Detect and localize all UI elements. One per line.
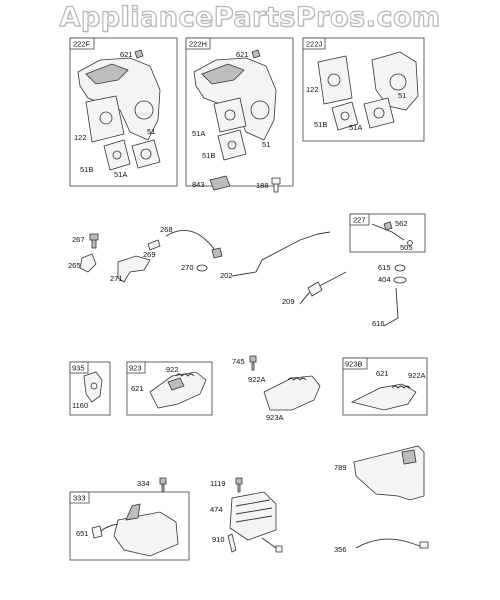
tag-923B: 923B xyxy=(345,360,363,369)
tag-222J: 222J xyxy=(306,40,323,49)
tag-923: 923 xyxy=(129,364,142,373)
part-label: 474 xyxy=(210,505,223,514)
blower-housing: 789 356 xyxy=(334,445,429,554)
governor-link xyxy=(231,231,331,277)
cylinder-head xyxy=(229,491,277,541)
part-label: 843 xyxy=(192,180,205,189)
part-label: 202 xyxy=(220,271,233,280)
lead-wire xyxy=(261,537,277,549)
loose-parts-right: 615 404 616 xyxy=(372,263,407,328)
part-label: 51 xyxy=(147,127,155,136)
part-label: 922A xyxy=(408,371,426,380)
part-label: 745 xyxy=(232,357,245,366)
tag-333: 333 xyxy=(73,494,86,503)
screw xyxy=(249,355,257,371)
part-label: 51A xyxy=(349,123,362,132)
spring xyxy=(391,385,411,389)
loose-parts-334: 334 xyxy=(137,477,167,493)
kit-333: 333 651 xyxy=(69,491,190,561)
screw xyxy=(159,477,167,493)
kit-227: 227 562 505 xyxy=(349,213,426,253)
part-label: 334 xyxy=(137,479,150,488)
control-bracket xyxy=(149,371,207,409)
governor-lever xyxy=(117,255,151,283)
part-label: 209 xyxy=(282,297,295,306)
spring xyxy=(287,377,307,381)
part-label: 270 xyxy=(181,263,194,272)
part-label: 268 xyxy=(160,225,173,234)
nut xyxy=(196,264,208,272)
kit-222H: 222H 621 51A 51B 51 xyxy=(185,37,294,187)
part-label: 621 xyxy=(131,384,144,393)
tag-935: 935 xyxy=(72,364,85,373)
spring xyxy=(299,271,347,305)
control-bracket xyxy=(263,375,321,411)
part-label: 267 xyxy=(72,235,85,244)
part-label: 505 xyxy=(400,243,413,252)
part-label: 271 xyxy=(110,274,123,283)
governor-shaft xyxy=(383,287,399,327)
part-label: 789 xyxy=(334,463,347,472)
part-label: 188 xyxy=(256,181,269,190)
part-label: 404 xyxy=(378,275,391,284)
ignition-module: 1119 474 910 xyxy=(210,477,283,553)
part-label: 51A xyxy=(114,170,127,179)
part-label: 651 xyxy=(76,529,89,538)
screw xyxy=(251,49,261,59)
kit-923: 923 922 621 xyxy=(126,361,213,416)
part-label: 269 xyxy=(143,250,156,259)
part-label: 122 xyxy=(306,85,319,94)
part-label: 1160 xyxy=(72,401,88,410)
kit-923B: 923B 621 922A xyxy=(342,357,428,416)
part-label: 265 xyxy=(68,261,81,270)
part-label: 51 xyxy=(262,140,270,149)
spring-small xyxy=(147,239,161,251)
part-label: 923A xyxy=(266,413,284,422)
element-843 xyxy=(209,175,231,191)
part-label: 621 xyxy=(236,50,249,59)
part-label: 51B xyxy=(80,165,93,174)
screw xyxy=(134,49,144,59)
clip xyxy=(79,253,97,273)
screw xyxy=(235,477,243,493)
spark-plug xyxy=(227,533,237,553)
washer xyxy=(394,264,406,272)
part-label: 51A xyxy=(192,129,205,138)
washer xyxy=(393,276,407,284)
watermark: AppliancePartsPros.com xyxy=(59,1,441,33)
ground-wire xyxy=(355,538,421,549)
part-label: 621 xyxy=(120,50,133,59)
ignition-armature xyxy=(113,511,179,557)
cable-link xyxy=(371,223,405,241)
kit-935: 935 1160 xyxy=(69,361,111,416)
bolt xyxy=(89,233,99,249)
boot xyxy=(91,525,103,539)
tag-222H: 222H xyxy=(189,40,207,49)
part-label: 922A xyxy=(248,375,266,384)
part-label: 562 xyxy=(395,219,408,228)
linkage-row: 267 265 271 269 268 270 202 209 xyxy=(68,225,347,306)
part-label: 51B xyxy=(202,151,215,160)
part-label: 616 xyxy=(372,319,385,328)
kit-222F: 222F 621 122 51 51B 51A xyxy=(69,37,178,187)
spring xyxy=(175,373,195,377)
control-bracket xyxy=(350,383,417,411)
throttle-cable xyxy=(165,230,217,253)
tag-227: 227 xyxy=(353,216,366,225)
part-label: 615 xyxy=(378,263,391,272)
part-label: 51B xyxy=(314,120,327,129)
tag-222F: 222F xyxy=(73,40,91,49)
part-label: 122 xyxy=(74,133,87,142)
part-label: 356 xyxy=(334,545,347,554)
part-label: 621 xyxy=(376,369,389,378)
loose-parts-923A: 745 922A 923A xyxy=(232,355,321,422)
part-label: 51 xyxy=(398,91,406,100)
part-label: 1119 xyxy=(210,479,226,488)
part-label: 922 xyxy=(166,365,179,374)
part-label: 910 xyxy=(212,535,225,544)
kit-222J: 222J 122 51 51B 51A xyxy=(302,37,425,142)
loose-parts-row1: 843 188 xyxy=(192,175,281,193)
screw xyxy=(271,177,281,193)
